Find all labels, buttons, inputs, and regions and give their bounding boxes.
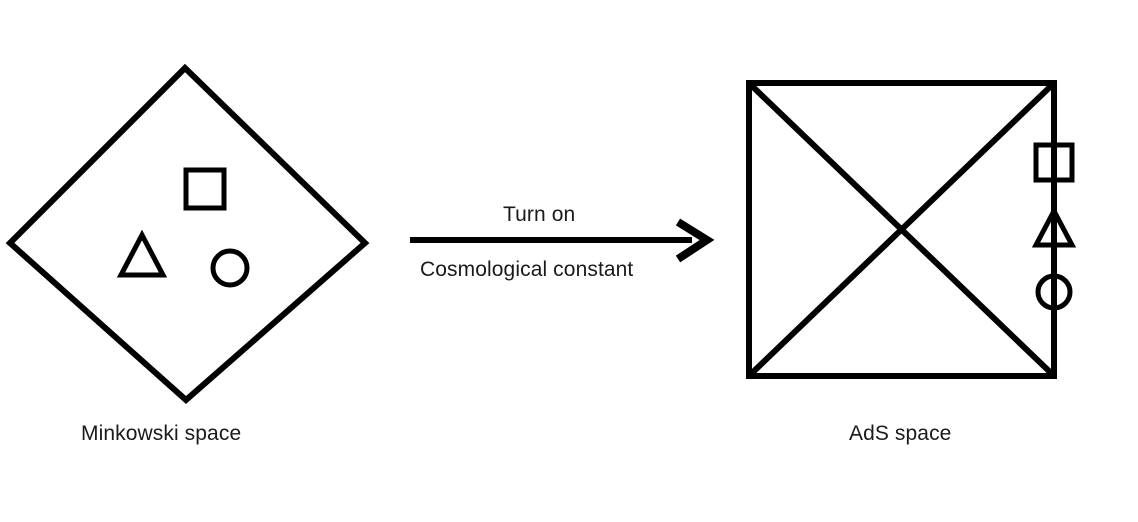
ads-caption: AdS space <box>849 422 952 445</box>
ads-square-outline <box>746 80 1057 379</box>
minkowski-triangle-marker <box>116 229 168 278</box>
minkowski-circle-marker <box>210 248 250 288</box>
transition-arrow <box>410 218 715 263</box>
arrow-head-icon <box>675 218 715 263</box>
ads-circle-marker <box>1035 273 1073 311</box>
minkowski-panel <box>5 63 370 405</box>
transition-label-top: Turn on <box>503 203 576 226</box>
minkowski-diamond-outline <box>5 63 370 405</box>
ads-diagonal-up <box>749 83 1054 376</box>
ads-panel <box>746 80 1077 379</box>
minkowski-caption: Minkowski space <box>81 422 242 445</box>
ads-square-marker <box>1033 142 1075 183</box>
minkowski-square-marker <box>183 167 227 211</box>
ads-triangle-marker <box>1031 205 1077 248</box>
transition-label-bottom: Cosmological constant <box>420 258 634 281</box>
